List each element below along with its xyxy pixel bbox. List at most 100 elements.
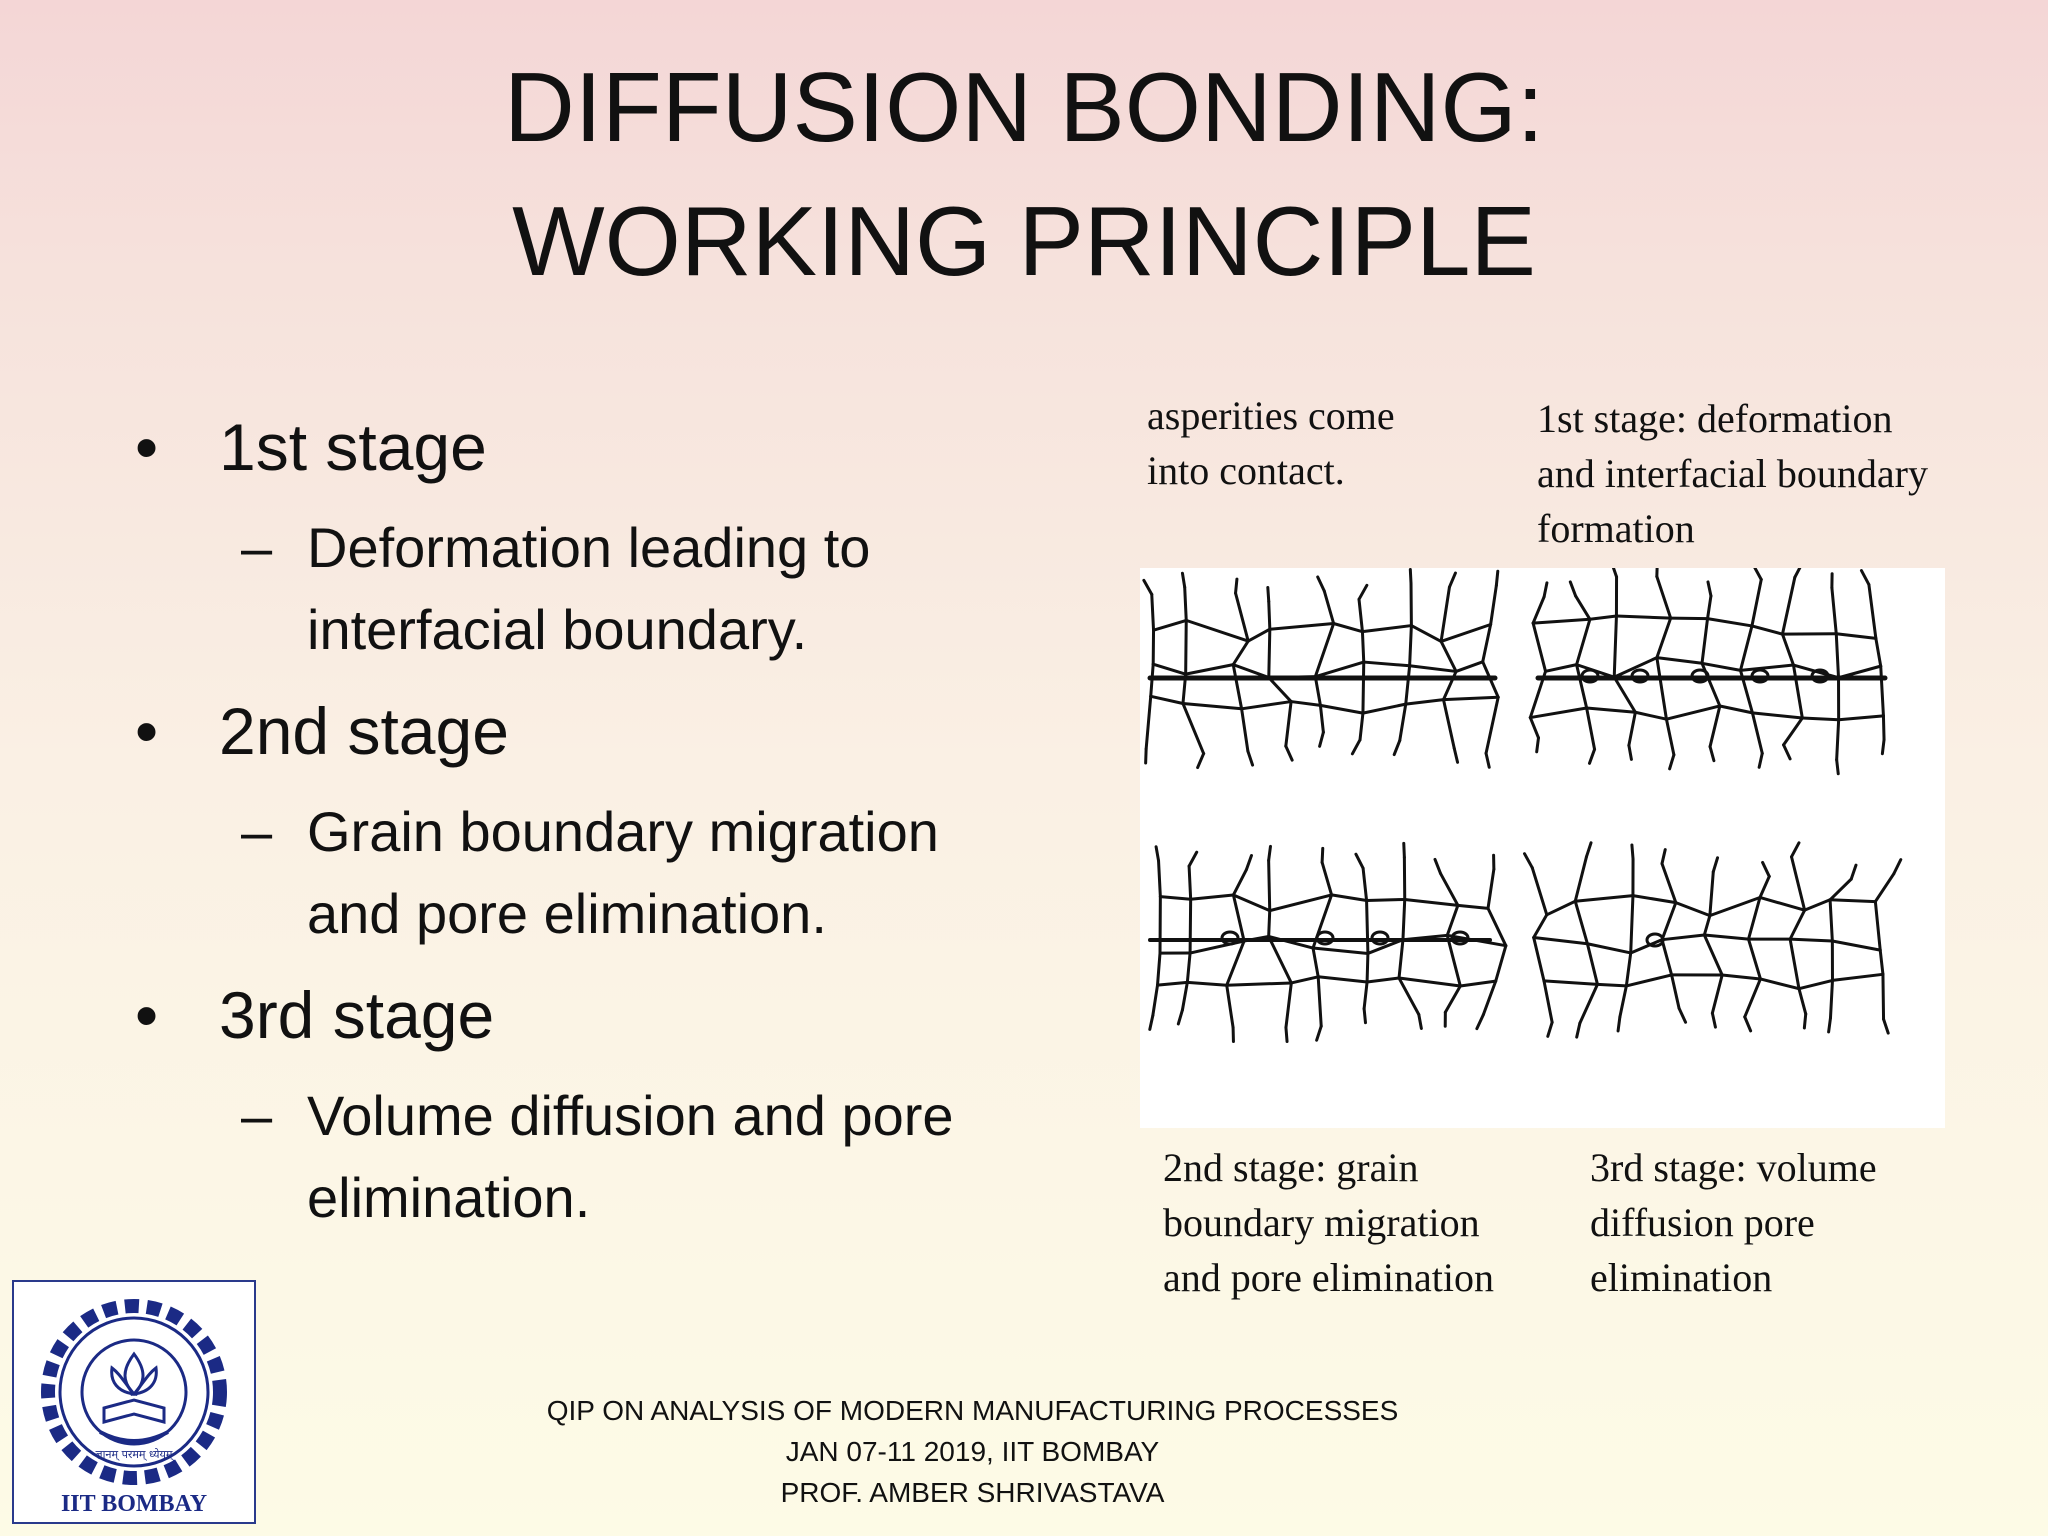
grain-boundary xyxy=(1185,980,1229,987)
grain-edge xyxy=(1234,577,1239,595)
pore xyxy=(1690,668,1710,684)
grain-boundary xyxy=(1573,855,1588,903)
grain-edge xyxy=(1546,1020,1554,1038)
grain-boundary xyxy=(1655,656,1704,665)
grain-boundary xyxy=(1156,980,1189,987)
grain-boundary xyxy=(1618,984,1628,1019)
grain-edge xyxy=(1752,563,1763,581)
pore xyxy=(1315,930,1335,946)
grain-boundary xyxy=(1660,938,1674,977)
grain-edge xyxy=(1892,858,1903,876)
grain-edge xyxy=(1710,1011,1717,1029)
grain-boundary xyxy=(1873,900,1882,952)
grain-boundary xyxy=(1750,577,1763,628)
iit-bombay-emblem-icon: ज्ञानम् परमम् ध्येयम् xyxy=(41,1299,227,1485)
grain-boundary xyxy=(1231,893,1272,913)
grain-boundary xyxy=(1629,938,1664,955)
grain-boundary xyxy=(1828,898,1877,904)
grain-boundary xyxy=(1231,639,1250,667)
grain-edge xyxy=(1757,751,1764,769)
grain-edge xyxy=(1535,736,1540,754)
grain-boundary xyxy=(1180,980,1189,1012)
grain-boundary xyxy=(1788,937,1801,991)
grain-boundary xyxy=(1532,913,1549,940)
grain-boundary xyxy=(1660,901,1678,942)
grain-boundary xyxy=(1225,939,1246,987)
stage-1-heading: • 1st stage xyxy=(135,405,1075,489)
grain-boundary xyxy=(1408,624,1413,668)
grain-edge xyxy=(1859,569,1871,587)
grain-boundary xyxy=(1720,973,1762,981)
bullet-icon: • xyxy=(135,978,159,1052)
grain-boundary xyxy=(1670,973,1681,1010)
grain-boundary xyxy=(1489,583,1498,626)
grain-boundary xyxy=(1231,663,1271,680)
grain-boundary xyxy=(1316,975,1323,1028)
grain-boundary xyxy=(1156,951,1162,987)
grain-boundary xyxy=(1837,714,1885,722)
grain-boundary xyxy=(1365,899,1370,955)
grain-edge xyxy=(1408,567,1413,585)
grain-boundary xyxy=(1612,656,1659,679)
grain-boundary xyxy=(1231,893,1246,943)
grain-edge xyxy=(1447,571,1457,589)
grain-boundary xyxy=(1542,979,1599,986)
caption-line: formation xyxy=(1537,506,1695,551)
grain-boundary xyxy=(1747,895,1762,941)
grain-boundary xyxy=(1669,616,1710,621)
grain-boundary xyxy=(1445,903,1460,937)
grain-boundary xyxy=(1443,984,1462,1014)
grain-edge xyxy=(1266,586,1271,604)
grain-boundary xyxy=(1750,624,1784,636)
grain-boundary xyxy=(1575,663,1589,710)
grain-edge xyxy=(1246,749,1255,767)
grain-boundary xyxy=(1360,624,1413,634)
grain-edge xyxy=(1187,850,1199,868)
grain-boundary xyxy=(1624,973,1674,988)
grain-boundary xyxy=(1655,616,1673,660)
grain-boundary xyxy=(1397,938,1405,980)
grain-edge xyxy=(1793,561,1804,579)
grain-diagram-svg xyxy=(1142,561,1903,1044)
grain-boundary xyxy=(1486,867,1496,910)
caption-line: and pore elimination xyxy=(1163,1255,1495,1300)
grain-boundary xyxy=(1408,664,1458,673)
grain-boundary xyxy=(1830,586,1838,636)
grain-boundary xyxy=(1627,710,1637,747)
grain-edge xyxy=(1575,1021,1582,1039)
grain-edge xyxy=(1392,739,1402,757)
grain-boundary xyxy=(1585,706,1637,714)
grain-boundary xyxy=(1758,895,1807,912)
dash-icon: – xyxy=(241,800,273,863)
bullet-icon: • xyxy=(135,410,159,484)
grain-boundary xyxy=(1706,594,1713,621)
grain-edge xyxy=(1176,1008,1184,1026)
grain-boundary xyxy=(1225,981,1293,987)
grain-boundary xyxy=(1284,700,1293,748)
grain-boundary xyxy=(1655,656,1668,721)
grain-boundary xyxy=(1758,977,1801,991)
grain-boundary xyxy=(1595,982,1628,988)
grain-boundary xyxy=(1874,636,1883,668)
title-line-2: WORKING PRINCIPLE xyxy=(512,186,1536,296)
grain-boundary xyxy=(1320,860,1334,897)
grain-boundary xyxy=(1828,978,1834,1020)
grain-boundary xyxy=(1484,695,1500,755)
grain-boundary xyxy=(1234,591,1250,643)
grain-edge xyxy=(1802,1012,1808,1030)
grain-boundary xyxy=(1780,575,1797,636)
grain-edge xyxy=(1484,751,1491,769)
grain-boundary xyxy=(1365,951,1370,984)
grain-boundary xyxy=(1311,946,1370,955)
grain-boundary xyxy=(1181,702,1206,756)
grain-boundary xyxy=(1401,897,1407,942)
grain-edge xyxy=(1350,738,1362,756)
grain-edge xyxy=(1315,1024,1323,1042)
grain-boundary xyxy=(1873,872,1896,904)
grain-boundary xyxy=(1240,707,1250,753)
grain-boundary xyxy=(1633,710,1668,721)
grain-edge xyxy=(1142,578,1154,596)
grain-boundary xyxy=(1800,716,1841,722)
grain-boundary xyxy=(1788,937,1834,943)
grain-boundary xyxy=(1486,906,1508,948)
